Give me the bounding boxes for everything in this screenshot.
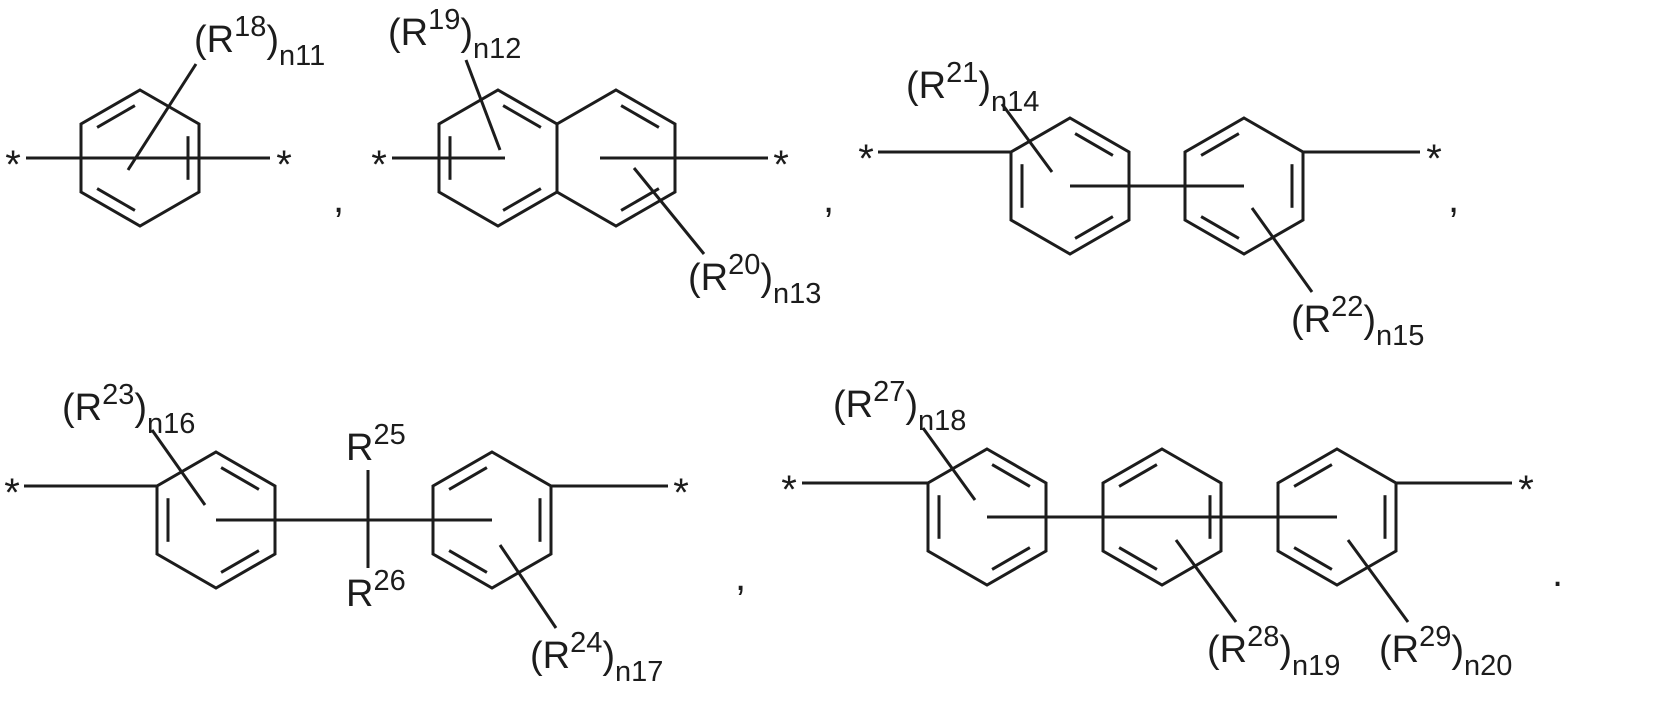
double-bond-mark [991, 546, 1031, 571]
substituent-bond-r28 [1174, 539, 1238, 623]
left-attachment-star: * [858, 137, 874, 181]
double-bond-mark [1118, 463, 1158, 488]
substituent-label-r19: (R19)n12 [388, 4, 521, 65]
substituent-bond-r22 [1250, 207, 1314, 293]
substituent-label-r21: (R21)n14 [906, 57, 1039, 118]
double-bond-mark [448, 549, 488, 574]
left-attachment-star: * [371, 143, 387, 187]
structure-2-naphthalenylene: * * (R19)n12 (R20)n13 , [371, 4, 834, 310]
left-attachment-star: * [4, 471, 20, 515]
substituent-label-r27: (R27)n18 [833, 376, 966, 437]
benzene-ring-c [1276, 447, 1398, 587]
double-bond-mark [991, 463, 1031, 488]
substituent-label-r20: (R20)n13 [688, 249, 821, 310]
substituent-bond-r19 [464, 59, 502, 151]
substituent-label-r23: (R23)n16 [62, 379, 195, 440]
double-bond-mark [1074, 132, 1114, 157]
double-bond-mark [502, 104, 542, 129]
structure-1-phenylene: * * (R18)n11 , [5, 11, 344, 228]
benzene-ring [79, 88, 201, 228]
separator-comma: , [1448, 177, 1459, 221]
double-bond-mark [1200, 215, 1240, 240]
right-attachment-star: * [276, 143, 292, 187]
right-attachment-star: * [1518, 468, 1534, 512]
right-attachment-star: * [1426, 137, 1442, 181]
benzene-ring-right [1183, 116, 1305, 256]
substituent-bond-r27 [921, 427, 977, 501]
substituent-label-r22: (R22)n15 [1291, 291, 1424, 352]
bridge-label-r26: R26 [346, 565, 406, 615]
substituent-bond-r23 [150, 429, 207, 506]
right-attachment-star: * [673, 471, 689, 515]
substituent-label-r24: (R24)n17 [530, 627, 663, 688]
structure-3-biphenylene: * * (R21)n14 (R22)n15 , [858, 57, 1459, 352]
structure-4-diphenylmethylene: * * (R23)n16 (R24)n17 R25 R26 , [4, 379, 746, 688]
separator-comma: , [333, 177, 344, 221]
double-bond-mark [1118, 546, 1158, 571]
benzene-ring-b [1101, 447, 1223, 587]
double-bond-mark [96, 187, 136, 212]
substituent-bond-r24 [498, 544, 558, 629]
double-bond-mark [1074, 215, 1114, 240]
structure-5-terphenylene: * * (R27)n18 (R28)n19 (R29)n20 . [781, 376, 1563, 682]
substituent-bond-r20 [632, 167, 706, 255]
double-bond-mark [1200, 132, 1240, 157]
naphthalene-ring-right [555, 88, 677, 228]
double-bond-mark [620, 104, 660, 129]
double-bond-mark [448, 466, 488, 491]
double-bond-mark [220, 549, 260, 574]
double-bond-mark [96, 104, 136, 129]
substituent-bond-r29 [1346, 539, 1410, 623]
substituent-bond-r18 [126, 63, 198, 171]
substituent-label-r18: (R18)n11 [194, 11, 325, 72]
separator-comma: , [735, 555, 746, 599]
bridge-label-r25: R25 [346, 419, 406, 469]
double-bond-mark [1293, 546, 1333, 571]
substituent-bond-r21 [1000, 103, 1054, 173]
left-attachment-star: * [5, 143, 21, 187]
separator-comma: , [823, 177, 834, 221]
benzene-ring-left [155, 450, 277, 590]
left-attachment-star: * [781, 468, 797, 512]
substituent-label-r28: (R28)n19 [1207, 621, 1340, 682]
substituent-label-r29: (R29)n20 [1379, 621, 1512, 682]
benzene-ring-left [1009, 116, 1131, 256]
separator-period: . [1552, 551, 1563, 595]
benzene-ring-a [926, 447, 1048, 587]
double-bond-mark [1293, 463, 1333, 488]
benzene-ring-right [431, 450, 553, 590]
right-attachment-star: * [773, 143, 789, 187]
double-bond-mark [502, 187, 542, 212]
double-bond-mark [220, 466, 260, 491]
